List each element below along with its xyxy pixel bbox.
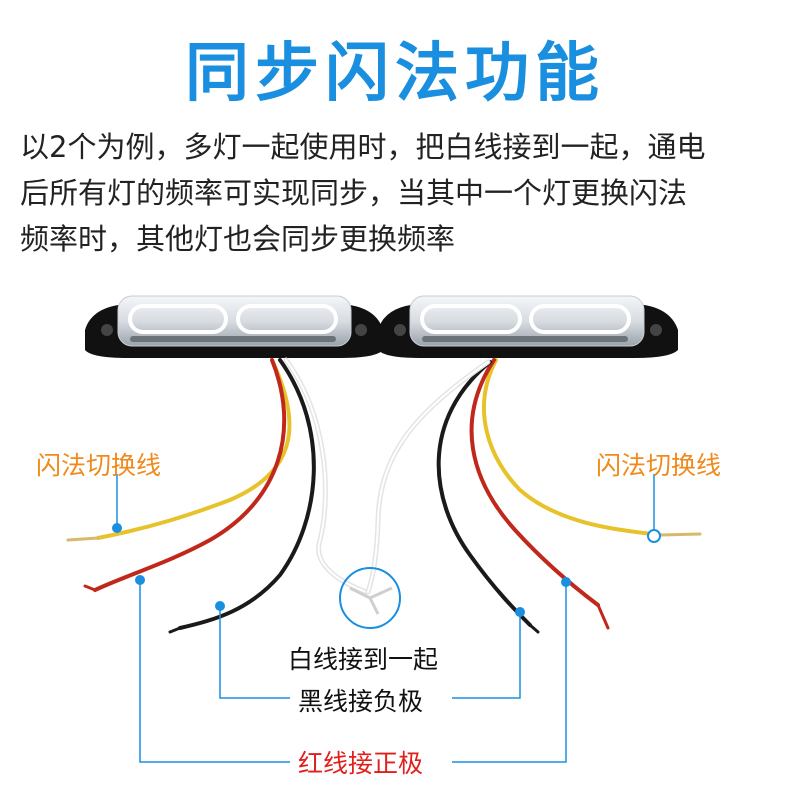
- black-wire-label: 黑线接负极: [298, 687, 424, 716]
- right-wires: [365, 358, 702, 634]
- left-wires: [66, 357, 369, 634]
- description-line-2: 后所有灯的频率可实现同步，当其中一个灯更换闪法: [20, 176, 688, 210]
- page-title: 同步闪法功能: [185, 37, 605, 111]
- description-line-3: 频率时，其他灯也会同步更换频率: [20, 222, 456, 256]
- marker-dot: [561, 577, 571, 587]
- flash-switch-label-right: 闪法切换线: [596, 451, 722, 480]
- right-led-light: [378, 295, 678, 358]
- marker-dot: [112, 523, 122, 533]
- left-led-light: [85, 295, 383, 358]
- marker-dot: [515, 607, 525, 617]
- description-text: 以2个为例，多灯一起使用时，把白线接到一起，通电 后所有灯的频率可实现同步，当其…: [20, 124, 780, 262]
- white-wire-label: 白线接到一起: [288, 645, 439, 674]
- leader-lines: [116, 474, 655, 763]
- marker-dots: [112, 523, 661, 617]
- marker-dot: [215, 601, 225, 611]
- white-wire-junction: [339, 567, 401, 629]
- marker-dot: [647, 529, 661, 543]
- description-line-1: 以2个为例，多灯一起使用时，把白线接到一起，通电: [20, 130, 706, 164]
- flash-switch-label-left: 闪法切换线: [36, 451, 162, 480]
- marker-dot: [135, 575, 145, 585]
- red-wire-label: 红线接正极: [298, 749, 424, 778]
